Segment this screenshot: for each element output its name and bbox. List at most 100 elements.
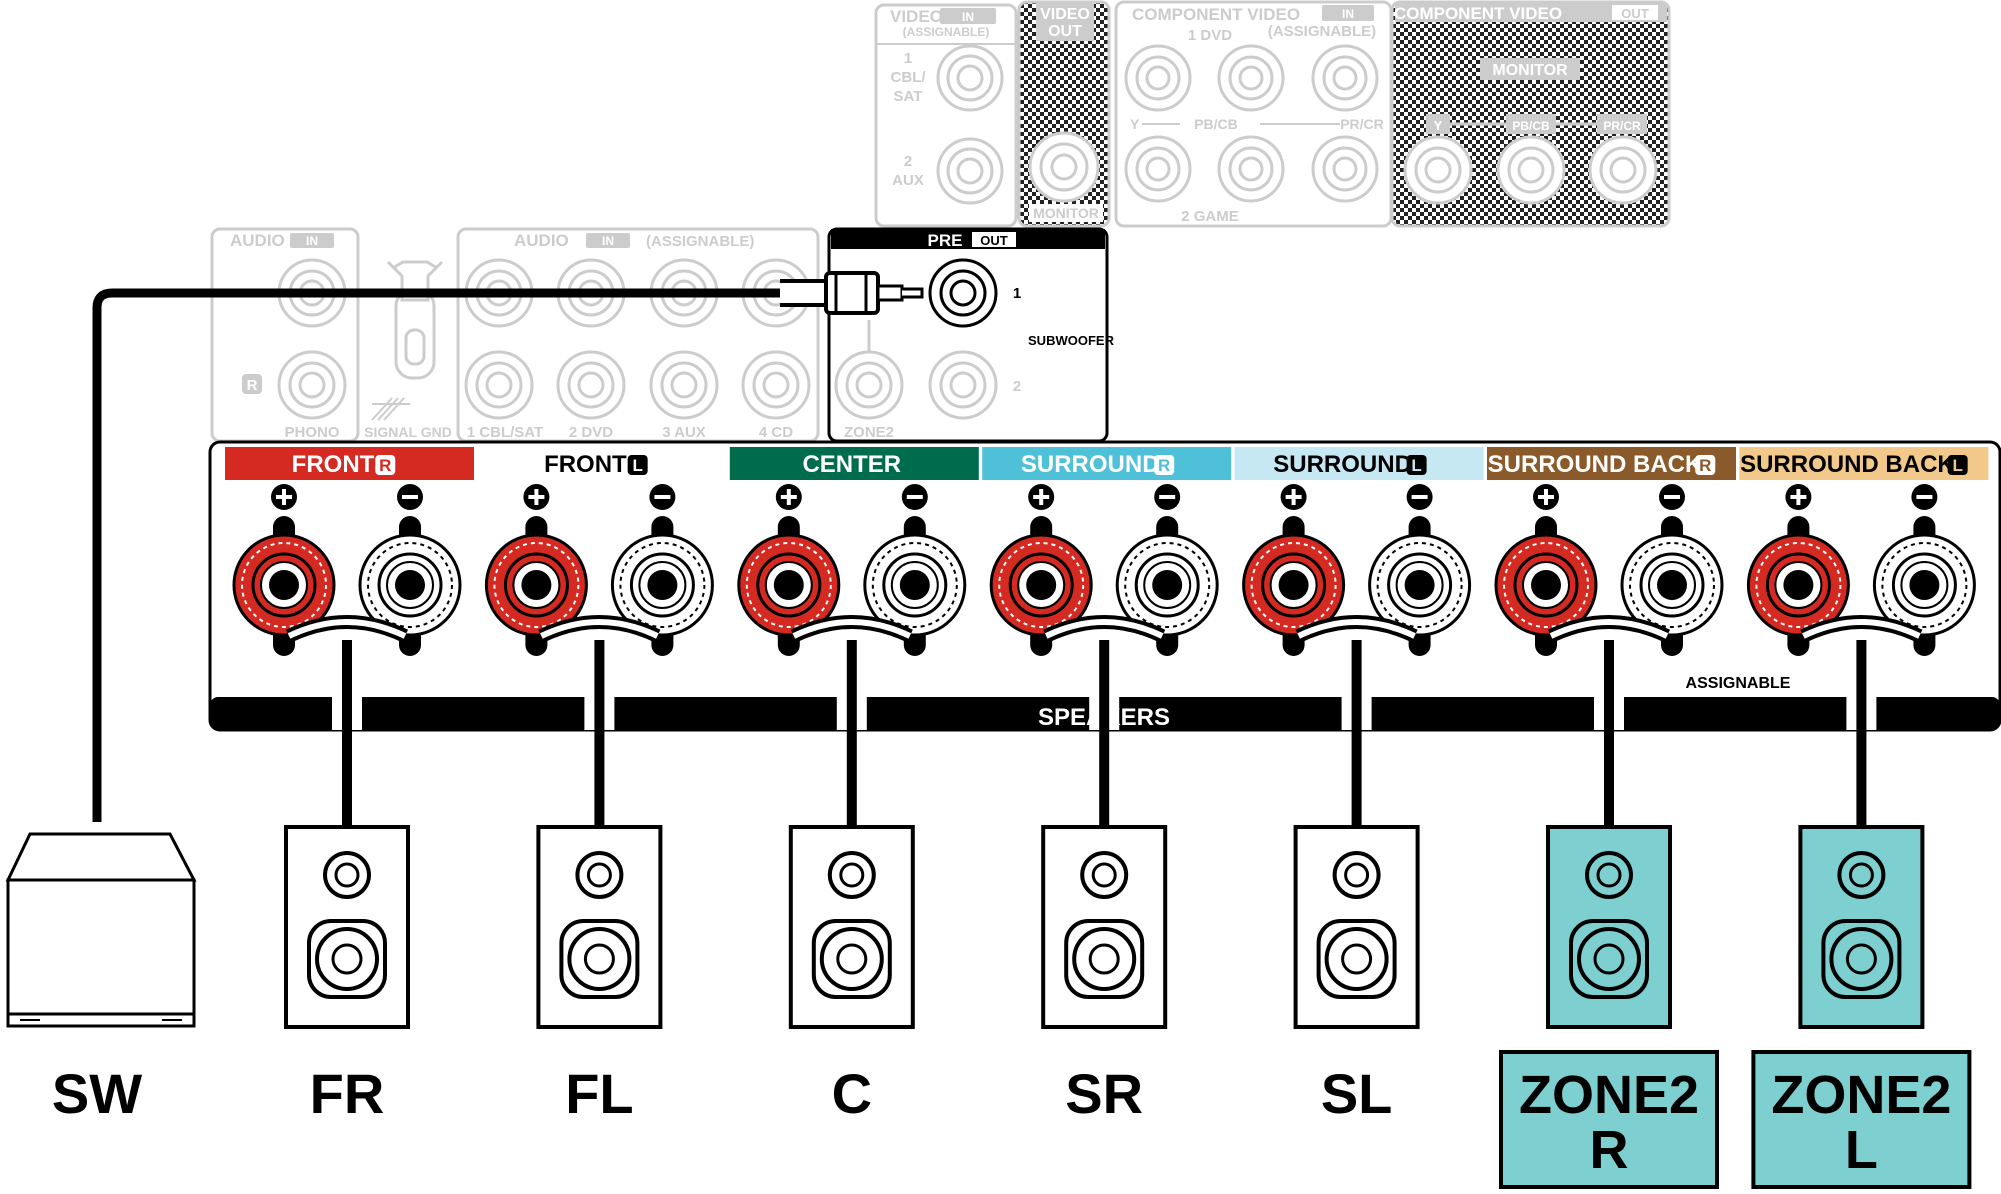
channel-name: SURROUND (1273, 451, 1412, 478)
video-in-1-line2: CBL/ (891, 69, 927, 86)
audio-phono-title: AUDIO (230, 231, 285, 250)
channel-terminals-5[interactable] (1242, 484, 1472, 656)
channel-header-2: FRONT L (477, 447, 727, 480)
component-out-title: COMPONENT VIDEO (1394, 4, 1562, 23)
subwoofer-cable (92, 271, 924, 822)
audio-in-badge: IN (602, 234, 614, 248)
speaker-2: FL (536, 825, 663, 1125)
speaker-3: C (788, 825, 915, 1125)
zone2-label-box (1499, 1050, 1719, 1189)
speaker-wires (285, 615, 1923, 840)
video-in-jack-2[interactable] (936, 137, 1004, 205)
component-in-pb-label: PB/CB (1194, 116, 1238, 132)
channel-terminals-4[interactable] (989, 484, 1219, 656)
channel-header-3: CENTER (729, 447, 979, 480)
video-in-panel: VIDEO IN (ASSIGNABLE) 1 CBL/ SAT 2 AUX (874, 3, 1018, 228)
speaker-label: SR (1065, 1062, 1143, 1125)
channel-name: SURROUND BACK (1740, 451, 1955, 478)
channel-side: L (1411, 456, 1421, 475)
pre-out-subwoofer-label: SUBWOOFER (1028, 333, 1115, 348)
channel-terminals-3[interactable] (737, 484, 967, 656)
signal-gnd-label: SIGNAL GND (364, 424, 452, 440)
video-in-2-line2: AUX (892, 172, 924, 189)
speaker-cable (846, 640, 857, 840)
channel-name: SURROUND (1021, 451, 1160, 478)
channel-side-box (375, 455, 396, 475)
speaker-label: FR (310, 1062, 385, 1125)
component-in-subtitle: (ASSIGNABLE) (1268, 23, 1376, 40)
video-in-1-line1: 1 (904, 50, 912, 67)
component-out-badge: OUT (1621, 6, 1649, 21)
channel-side: L (1952, 456, 1962, 475)
speaker-cable (1351, 640, 1362, 840)
component-out-pb-label: PB/CB (1512, 119, 1550, 133)
speaker-cable (1099, 640, 1110, 840)
audio-in-title: AUDIO (514, 231, 569, 250)
audio-in-phono-panel: AUDIO IN R PHONO (210, 227, 360, 443)
video-in-title: VIDEO (890, 7, 943, 26)
subwoofer-pre-out-jack-1[interactable] (928, 258, 998, 328)
audio-phono-r-marker: R (247, 377, 258, 394)
channel-side-box (1154, 455, 1175, 475)
pre-out-jack2-label: 2 (1013, 378, 1021, 395)
component-in-badge: IN (1342, 7, 1354, 21)
channel-header-bar (477, 447, 727, 480)
channel-name: FRONT (544, 451, 627, 478)
speaker-label-line2: L (1845, 1120, 1878, 1180)
channel-header-bar (1739, 447, 1989, 480)
video-out-panel: VIDEO OUT MONITOR (1017, 0, 1111, 228)
video-out-monitor-jack[interactable] (1028, 131, 1100, 203)
pre-out-panel: PRE OUT ZONE2 1 2 SUBWOOFER (827, 227, 1115, 443)
component-in-jacks[interactable] (1124, 44, 1379, 203)
video-out-title-1: VIDEO (1040, 6, 1090, 23)
speaker-1: FR (284, 825, 410, 1125)
subwoofer-label: SW (52, 1062, 142, 1125)
pre-out-title: PRE (928, 231, 963, 250)
channel-name: FRONT (292, 451, 375, 478)
pre-out-badge: OUT (980, 233, 1008, 248)
channel-side-box (1406, 455, 1427, 475)
component-in-pr-label: PR/CR (1340, 116, 1384, 132)
channel-terminals-1[interactable] (232, 484, 462, 656)
component-in-y-label: Y (1130, 116, 1140, 132)
channel-terminals-6[interactable] (1494, 484, 1724, 656)
channel-header-bar (1234, 447, 1484, 480)
audio-in-4-label: 4 CD (759, 424, 793, 441)
component-out-group-label: MONITOR (1492, 62, 1568, 79)
phono-jacks[interactable] (277, 258, 347, 420)
speaker-label-line2: R (1590, 1120, 1629, 1180)
video-in-2-line1: 2 (904, 153, 912, 170)
video-out-title-2: OUT (1048, 23, 1082, 40)
speaker-5: SL (1293, 825, 1420, 1125)
zone2-faded-jacks (834, 320, 904, 420)
component-out-y-label: Y (1434, 118, 1443, 133)
speaker-label: C (832, 1062, 872, 1125)
video-in-badge: IN (962, 10, 974, 24)
zone2-pre-label: ZONE2 (844, 424, 894, 441)
component-out-jacks[interactable] (1403, 135, 1658, 205)
subwoofer: SW (5, 832, 197, 1125)
component-in-row2-label: 2 GAME (1181, 208, 1239, 225)
component-in-panel: COMPONENT VIDEO IN (ASSIGNABLE) 1 DVD 2 … (1114, 0, 1393, 228)
audio-in-2-label: 2 DVD (569, 424, 613, 441)
speaker-4: SR (1041, 825, 1168, 1125)
channel-header-bar (729, 447, 979, 480)
channel-terminals-2[interactable] (484, 484, 714, 656)
audio-in-jacks[interactable] (464, 258, 811, 420)
channel-header-bar (982, 447, 1232, 480)
subwoofer-pre-out-jack-2[interactable] (928, 350, 998, 420)
speaker-cable (1604, 640, 1614, 840)
component-out-panel: COMPONENT VIDEO OUT MONITOR Y PB/CB PR/C… (1390, 0, 1671, 228)
channel-side: L (632, 456, 642, 475)
channel-side: R (379, 456, 391, 475)
channel-terminals-7[interactable] (1746, 484, 1976, 656)
speaker-label: SL (1321, 1062, 1393, 1125)
video-in-jack-1[interactable] (936, 44, 1004, 112)
component-in-row1-label: 1 DVD (1188, 27, 1232, 44)
